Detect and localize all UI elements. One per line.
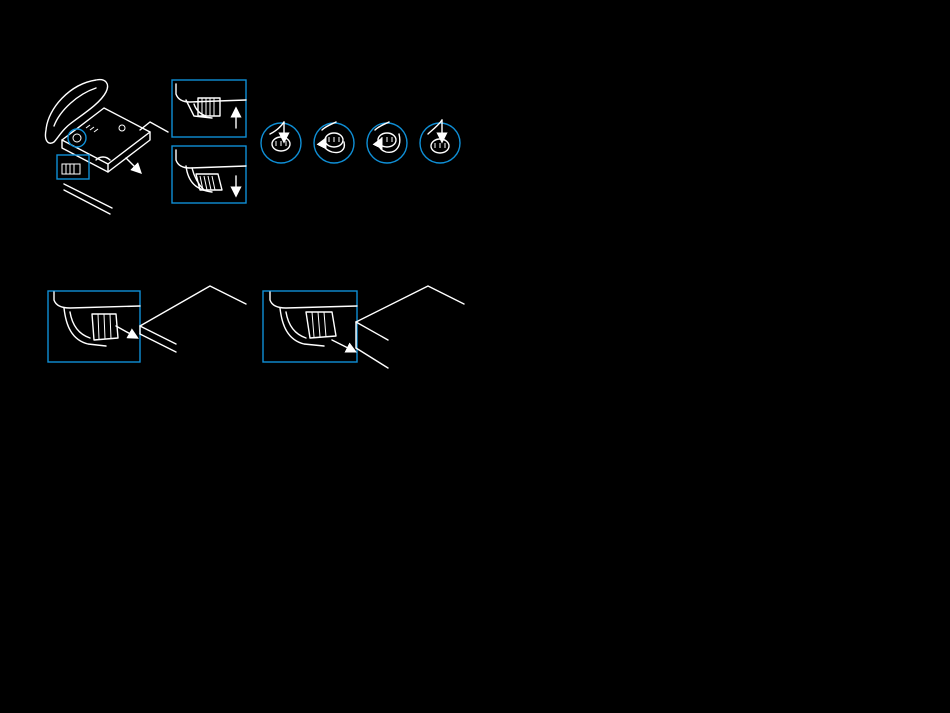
clamp-table-edge-figure: [48, 286, 246, 362]
knob-step-release: [420, 120, 460, 163]
clamp-table-thick-figure: [263, 286, 464, 368]
knob-highlight-circle: [68, 129, 86, 147]
knob-step-rotate-ccw: [367, 122, 407, 163]
steering-wheel-overview: [45, 80, 168, 214]
clamp-lever-down-figure: [172, 146, 246, 203]
knob-step-push-down: [261, 122, 301, 163]
knob-step-rotate-cw: [314, 122, 354, 163]
clamp-lever-up-figure: [172, 80, 246, 137]
